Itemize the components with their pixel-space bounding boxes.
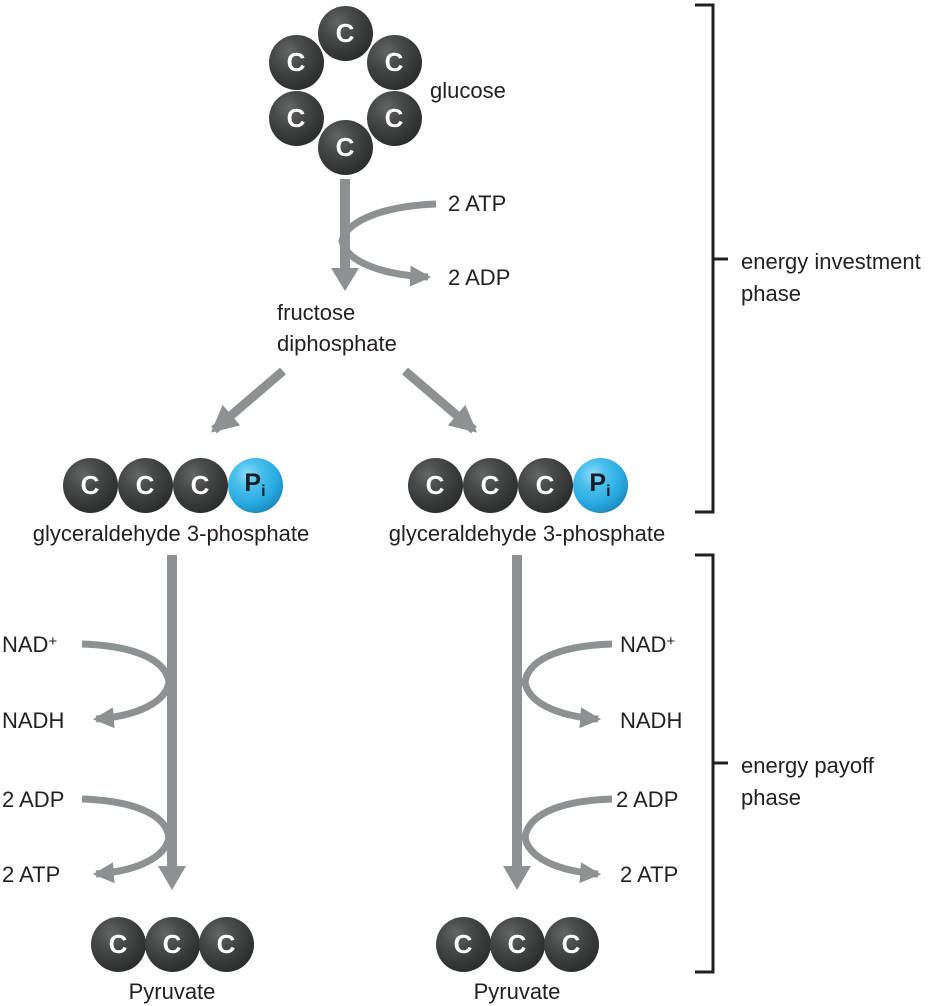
g3p-label-right: glyceraldehyde 3-phosphate <box>388 521 666 546</box>
atp-label-left: 2 ATP <box>2 862 61 887</box>
adp-label-right: 2 ADP <box>616 787 679 812</box>
carbon-label: C <box>384 46 404 77</box>
g3p-to-pyruvate-arrow-left <box>158 555 186 890</box>
payoff-phase-bracket <box>695 553 728 974</box>
carbon-sphere: C <box>489 916 545 972</box>
payoff-phase-label: energy payoff phase <box>741 753 874 810</box>
carbon-sphere: C <box>198 916 254 972</box>
carbon-sphere: C <box>366 90 422 146</box>
carbon-label: C <box>425 469 445 500</box>
carbon-label: C <box>507 928 527 959</box>
carbon-label: C <box>561 928 581 959</box>
carbon-label: C <box>286 102 306 133</box>
carbon-label: C <box>335 17 355 48</box>
carbon-label: C <box>480 469 500 500</box>
pyruvate-label-right: Pyruvate <box>473 979 561 1004</box>
nadh-label-right: NADH <box>620 708 683 733</box>
carbon-sphere: C <box>144 916 200 972</box>
carbon-sphere: C <box>317 5 373 61</box>
carbon-sphere: C <box>462 457 518 513</box>
carbon-label: C <box>384 102 404 133</box>
carbon-sphere: C <box>90 916 146 972</box>
nad-label-left: NAD+ <box>2 632 58 657</box>
carbon-sphere: C <box>366 34 422 90</box>
carbon-label: C <box>335 131 355 162</box>
nad-label-right: NAD+ <box>620 632 676 657</box>
g3p-to-pyruvate-arrow-right <box>503 555 531 890</box>
adp-to-atp-curve-left <box>81 795 173 884</box>
split-arrow-right <box>402 367 478 434</box>
split-arrow-left <box>210 367 286 434</box>
carbon-sphere: C <box>62 457 118 513</box>
g3p-label-left: glyceraldehyde 3-phosphate <box>32 521 310 546</box>
fructose-diphosphate-label: fructose diphosphate <box>277 297 397 359</box>
carbon-label: C <box>535 469 555 500</box>
adp-to-atp-curve-right <box>521 795 613 884</box>
glucose-label: glucose <box>430 78 506 103</box>
investment-phase-bracket <box>695 3 728 514</box>
carbon-label: C <box>453 928 473 959</box>
carbon-label: C <box>108 928 128 959</box>
atp-in-label: 2 ATP <box>448 191 507 216</box>
nad-to-nadh-curve-right <box>521 640 613 729</box>
carbon-label: C <box>286 46 306 77</box>
carbon-sphere: C <box>517 457 573 513</box>
carbon-sphere: C <box>268 34 324 90</box>
phosphate-sphere: Pi <box>227 457 283 513</box>
carbon-label: C <box>216 928 236 959</box>
carbon-sphere: C <box>268 90 324 146</box>
carbon-sphere: C <box>543 916 599 972</box>
nad-to-nadh-curve-left <box>81 640 173 729</box>
carbon-sphere: C <box>317 119 373 175</box>
fructose-line2: diphosphate <box>277 331 397 356</box>
investment-phase-label: energy investment phase <box>741 249 921 306</box>
carbon-label: C <box>80 469 100 500</box>
fructose-line1: fructose <box>277 300 356 325</box>
adp-label-left: 2 ADP <box>2 787 65 812</box>
carbon-label: C <box>190 469 210 500</box>
glucose-to-fructose-arrow <box>331 179 359 291</box>
phosphate-label: Pi <box>244 469 266 500</box>
carbon-sphere: C <box>407 457 463 513</box>
pyruvate-label-left: Pyruvate <box>128 979 216 1004</box>
carbon-sphere: C <box>172 457 228 513</box>
atp-to-adp-curve-investment <box>338 200 437 287</box>
phosphate-sphere: Pi <box>572 457 628 513</box>
phosphate-label: Pi <box>589 469 611 500</box>
carbon-label: C <box>162 928 182 959</box>
carbon-sphere: C <box>435 916 491 972</box>
nadh-label-left: NADH <box>2 708 65 733</box>
carbon-label: C <box>135 469 155 500</box>
adp-out-label: 2 ADP <box>448 265 511 290</box>
carbon-sphere: C <box>117 457 173 513</box>
atp-label-right: 2 ATP <box>620 862 679 887</box>
